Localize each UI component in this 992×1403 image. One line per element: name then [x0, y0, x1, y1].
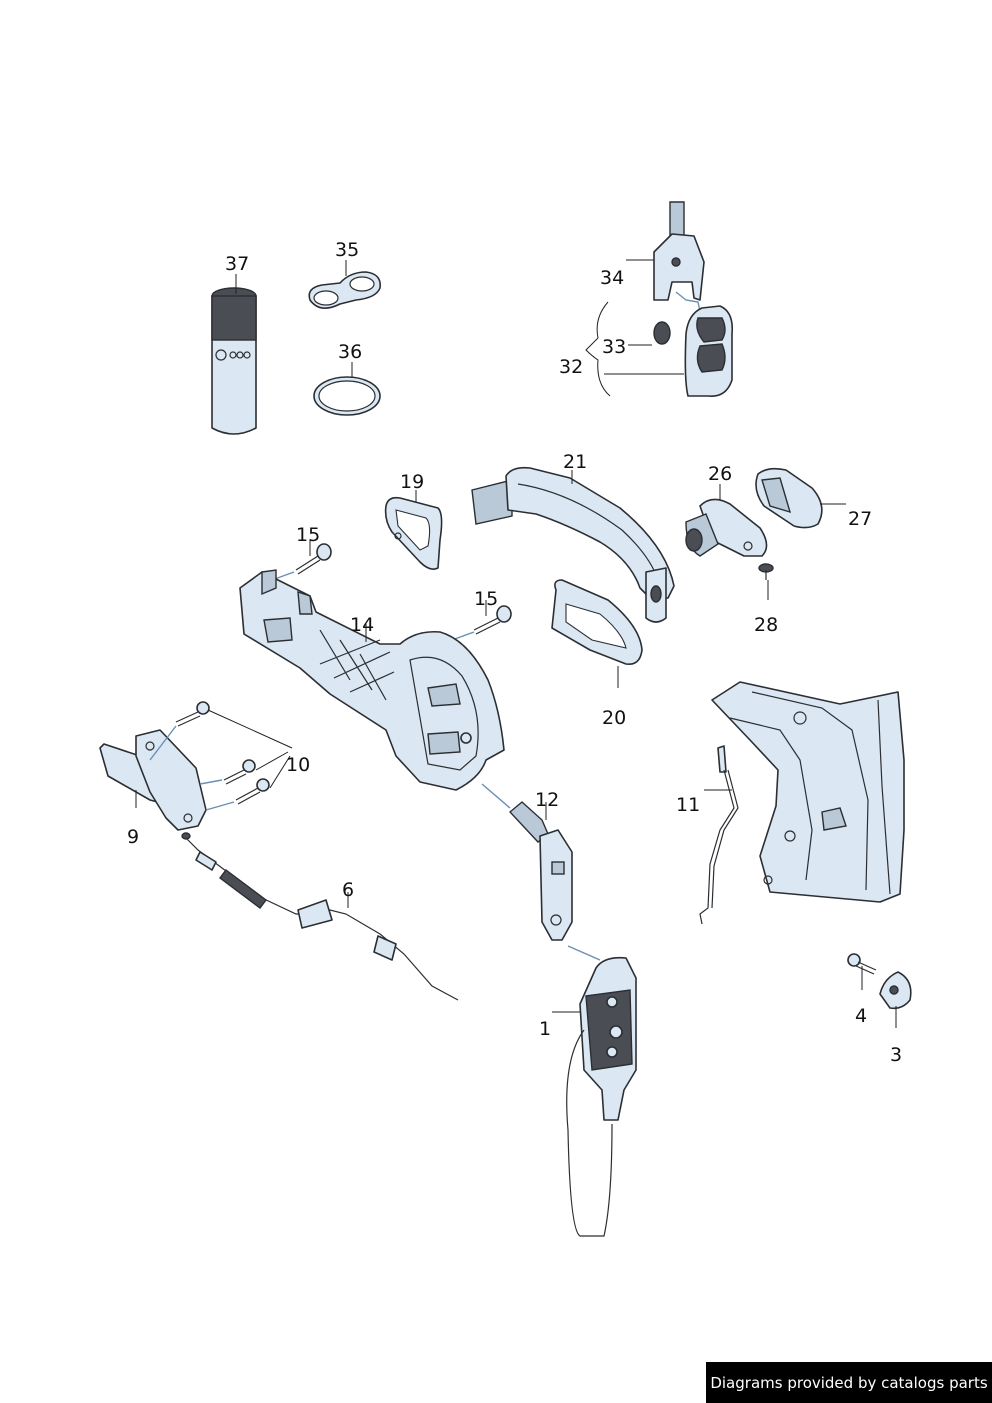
part-3-striker-plate[interactable]	[879, 971, 912, 1010]
callout-21: 21	[563, 451, 587, 473]
callout-28: 28	[754, 614, 778, 636]
callout-32: 32	[559, 356, 583, 378]
part-27-cover-cap[interactable]	[755, 467, 823, 529]
callout-34: 34	[600, 267, 624, 289]
callout-6: 6	[342, 879, 354, 901]
callout-20: 20	[602, 707, 626, 729]
callout-3: 3	[890, 1044, 902, 1066]
part-1-door-lock[interactable]	[566, 956, 637, 1237]
part-19-handle-gasket[interactable]	[384, 496, 443, 570]
footer-credit-text: Diagrams provided by catalogs parts	[710, 1373, 988, 1392]
part-12-bracket[interactable]	[508, 801, 573, 941]
callout-11: 11	[676, 794, 700, 816]
part-4-screw[interactable]	[847, 953, 877, 975]
part-32-remote-key[interactable]	[684, 305, 734, 397]
part-20-handle-trim-gasket[interactable]	[551, 579, 643, 666]
callout-37: 37	[225, 253, 249, 275]
part-33-battery[interactable]	[653, 321, 671, 345]
part-34-key-housing[interactable]	[653, 201, 705, 301]
callout-1: 1	[539, 1018, 551, 1040]
door-panel-section	[711, 681, 905, 903]
callout-15-lower: 15	[474, 588, 498, 610]
callout-labels: 37 35 36 34 33 32 19 21 26 27 28 15 15 1…	[127, 239, 902, 1066]
callout-15-upper: 15	[296, 524, 320, 546]
callout-9: 9	[127, 826, 139, 848]
callout-10: 10	[286, 754, 310, 776]
callout-35: 35	[335, 239, 359, 261]
part-14-handle-carrier[interactable]	[239, 569, 505, 791]
part-21-outer-door-handle[interactable]	[471, 466, 675, 623]
part-26-lock-cylinder[interactable]	[685, 498, 768, 557]
callout-27: 27	[848, 508, 872, 530]
part-6-release-cable[interactable]	[185, 837, 459, 1001]
part-28-screw[interactable]	[758, 563, 774, 580]
leader-lines	[135, 259, 897, 1028]
footer-credit-banner: Diagrams provided by catalogs parts	[706, 1362, 992, 1403]
part-15-screw-lower[interactable]	[473, 605, 512, 635]
part-15-screw-upper[interactable]	[295, 543, 332, 575]
part-10-screws[interactable]	[175, 701, 270, 805]
callout-33: 33	[602, 336, 626, 358]
callout-19: 19	[400, 471, 424, 493]
callout-4: 4	[855, 1005, 867, 1027]
part-9-inner-door-handle[interactable]	[99, 729, 207, 840]
callout-14: 14	[350, 614, 374, 636]
callout-36: 36	[338, 341, 362, 363]
callout-12: 12	[535, 789, 559, 811]
part-35-gasket[interactable]	[308, 271, 382, 309]
part-36-o-ring[interactable]	[313, 376, 381, 416]
part-37-lubricant-can[interactable]	[211, 287, 257, 435]
callout-26: 26	[708, 463, 732, 485]
part-11-lock-rod[interactable]	[699, 745, 739, 925]
